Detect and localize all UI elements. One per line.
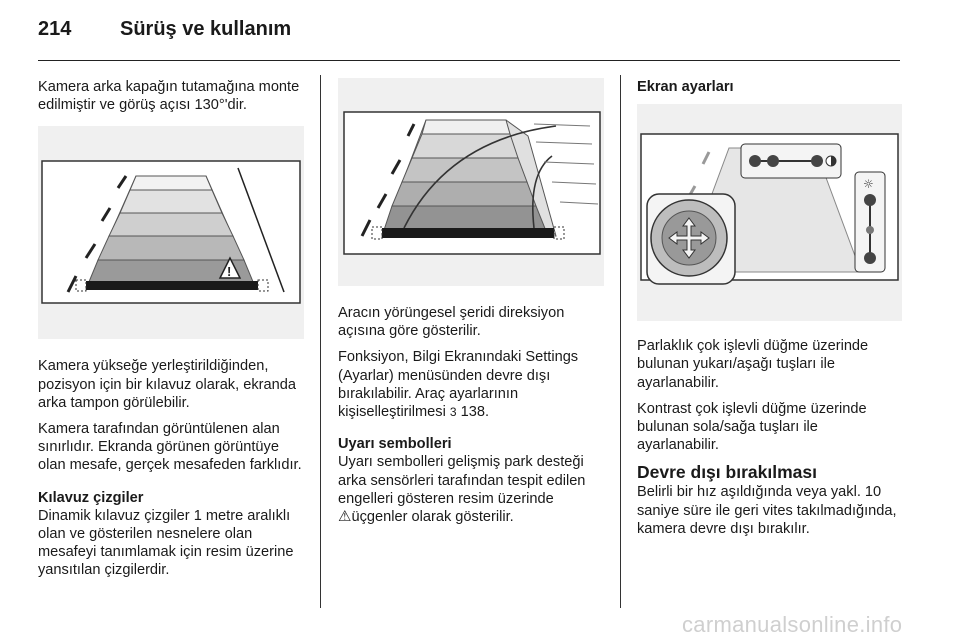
warning-triangle-icon: ⚠ [338,508,352,526]
camera-area-text: Kamera tarafından görüntülenen alan sını… [38,421,302,474]
guide-lines-illustration: ! [38,126,304,340]
screen-settings-illustration: ☼ [637,104,902,322]
settings-text-end: 138. [456,404,490,421]
camera-intro-text: Kamera arka kapağın tutamağına monte edi… [38,79,300,114]
deactivation-heading: Devre dışı bırakılması [637,462,817,483]
page-header: 214 Sürüş ve kullanım [38,18,918,60]
watermark: carmanualsonline.info [682,612,903,637]
guide-lines-text: Dinamik kılavuz çizgiler 1 metre aralıkl… [38,507,294,579]
contrast-text: Kontrast çok işlevli düğme üzerinde bulu… [637,400,867,454]
page-reference-icon: 3 [449,405,457,420]
guide-lines-heading: Kılavuz çizgiler [38,489,144,506]
warning-symbols-heading: Uyarı sembolleri [338,436,452,453]
warning-text-start: Uyarı sembolleri gelişmiş park desteği a… [338,454,586,507]
brightness-text: Parlaklık çok işlevli düğme üzerinde bul… [637,338,869,391]
settings-text-start: Fonksiyon, Bilgi Ekranındaki Settings (A… [338,349,579,421]
warning-symbols-text: Uyarı sembolleri gelişmiş park desteği a… [338,453,606,526]
column-divider [320,75,321,608]
column-2: Aracın yörüngesel şeridi direksiyon açıs… [338,78,606,534]
column-1: Kamera arka kapağın tutamağına monte edi… [38,78,304,588]
svg-text:!: ! [227,264,231,279]
page-title: Sürüş ve kullanım [120,18,292,40]
column-divider [620,75,621,608]
screen-settings-heading: Ekran ayarları [637,79,734,95]
warning-text-end: üçgenler olarak gösterilir. [351,509,514,526]
trajectory-text: Aracın yörüngesel şeridi direksiyon açıs… [338,305,565,340]
header-rule [38,60,900,61]
deactivation-text: Belirli bir hız aşıldığında veya yakl. 1… [637,484,897,537]
page-number: 214 [38,18,72,40]
settings-text: Fonksiyon, Bilgi Ekranındaki Settings (A… [338,348,606,421]
column-3: Ekran ayarları ☼ Parlaklık çok işlev [637,78,902,546]
svg-text:☼: ☼ [863,177,874,191]
camera-bumper-text: Kamera yükseğe yerleştirildiğinden, pozi… [38,358,296,411]
trajectory-illustration [338,78,604,286]
